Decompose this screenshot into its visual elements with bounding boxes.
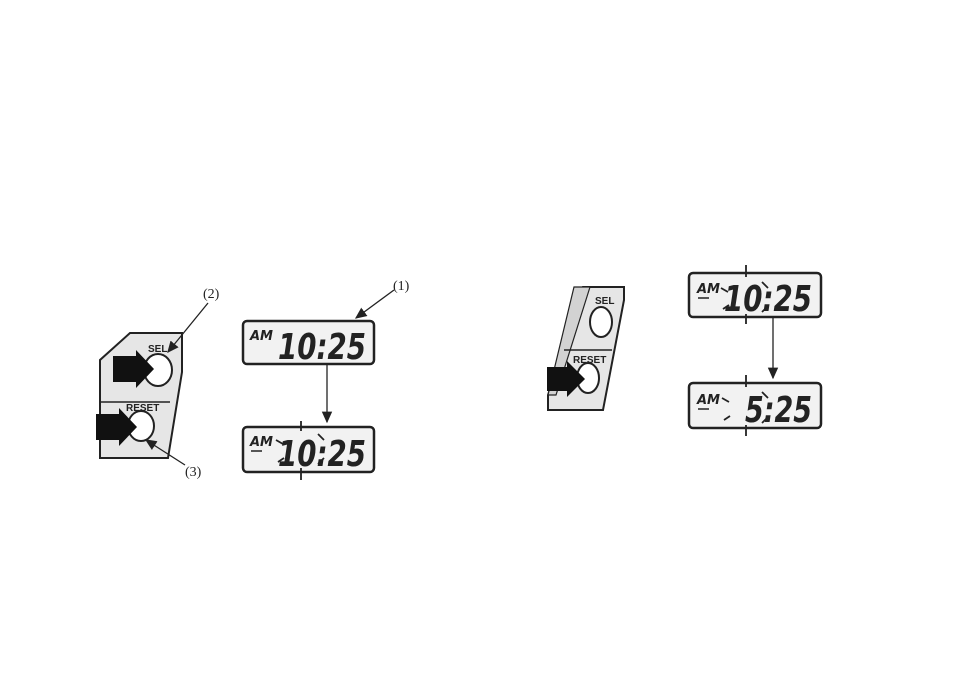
right-sel-label: SEL [595, 296, 614, 307]
left-lcd-after-ampm: AM [249, 435, 273, 450]
right-lcd-before-time: 10:25 [724, 279, 812, 320]
right-lcd-before-ampm: AM [696, 282, 720, 297]
left-lcd-before-time: 10:25 [278, 327, 366, 368]
right-lcd-before: AM 10:25 [689, 265, 821, 324]
left-lcd-before: AM 10:25 [243, 321, 374, 368]
left-sel-label: SEL [148, 344, 167, 355]
callout-1-label: (1) [393, 279, 410, 294]
left-reset-label: RESET [126, 403, 159, 414]
callout-2: (2) [168, 287, 220, 352]
left-step-group: SEL RESET (2) (3) (1) AM 10:25 [96, 279, 410, 480]
right-button-panel: SEL RESET [547, 287, 624, 410]
right-lcd-after-time: 5:25 [745, 390, 812, 431]
left-lcd-after: AM 10:25 [243, 421, 374, 480]
right-lcd-after: AM 5:25 [689, 375, 821, 436]
callout-1: (1) [356, 279, 410, 318]
right-step-group: SEL RESET AM 10:25 [547, 265, 821, 436]
left-button-panel: SEL RESET [96, 333, 182, 458]
callout-2-label: (2) [203, 287, 220, 302]
right-reset-label: RESET [573, 355, 606, 366]
left-lcd-before-ampm: AM [249, 329, 273, 344]
left-lcd-after-time: 10:25 [278, 434, 366, 475]
right-lcd-after-ampm: AM [696, 393, 720, 408]
callout-3: (3) [146, 440, 202, 480]
callout-3-label: (3) [185, 465, 202, 480]
